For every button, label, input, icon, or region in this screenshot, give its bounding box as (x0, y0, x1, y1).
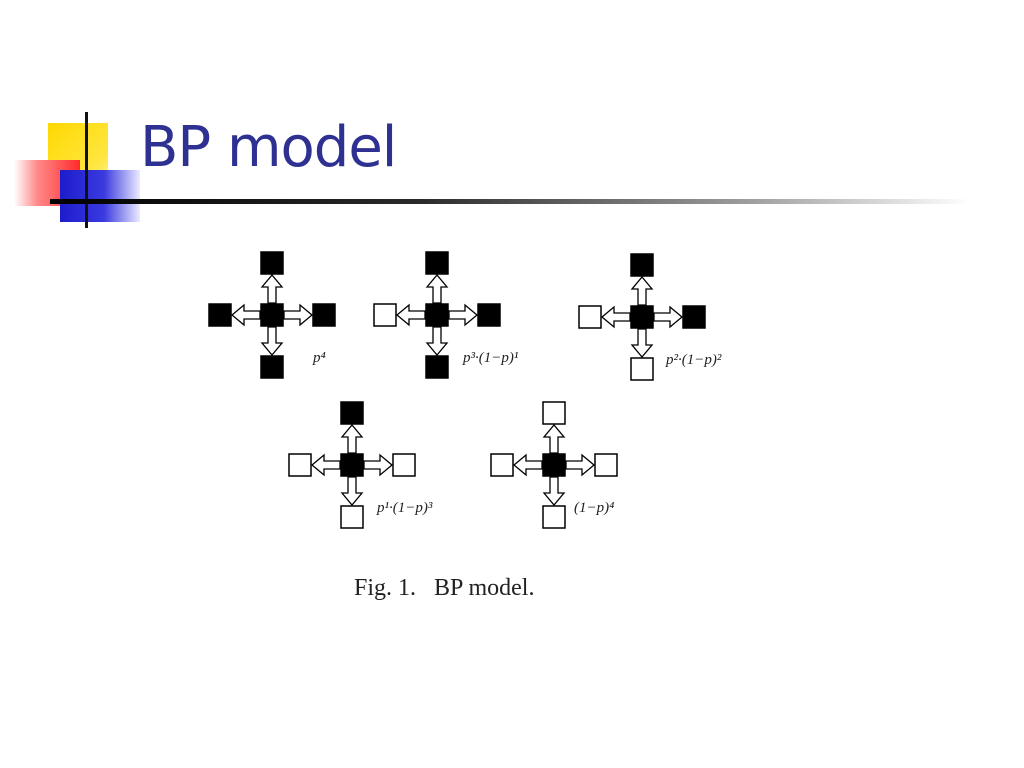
neighbor-up-c2 (425, 251, 449, 275)
arrow-down-c4 (340, 476, 364, 507)
blue-bar-decoration (60, 170, 140, 222)
probability-formula-c1: p⁴ (313, 350, 326, 366)
neighbor-right-c5 (594, 453, 618, 477)
arrow-up-c1 (260, 273, 284, 304)
vertical-line-decoration (85, 112, 88, 228)
arrow-right-c5 (565, 453, 596, 477)
neighbor-right-c3 (682, 305, 706, 329)
neighbor-left-c5 (490, 453, 514, 477)
title-underline (50, 199, 970, 204)
neighbor-left-c3 (578, 305, 602, 329)
neighbor-right-c4 (392, 453, 416, 477)
slide-title: BP model (140, 115, 397, 180)
arrow-down-c1 (260, 326, 284, 357)
neighbor-up-c4 (340, 401, 364, 425)
center-site-c1 (260, 303, 284, 327)
probability-formula-c4: p¹·(1−p)³ (377, 500, 433, 516)
probability-formula-c3: p²·(1−p)² (666, 352, 722, 368)
neighbor-down-c2 (425, 355, 449, 379)
arrow-up-c3 (630, 275, 654, 306)
neighbor-right-c1 (312, 303, 336, 327)
neighbor-left-c1 (208, 303, 232, 327)
arrow-down-c2 (425, 326, 449, 357)
arrow-left-c5 (512, 453, 543, 477)
center-site-c3 (630, 305, 654, 329)
arrow-right-c2 (448, 303, 479, 327)
neighbor-left-c4 (288, 453, 312, 477)
arrow-left-c3 (600, 305, 631, 329)
arrow-right-c1 (283, 303, 314, 327)
neighbor-down-c1 (260, 355, 284, 379)
neighbor-right-c2 (477, 303, 501, 327)
neighbor-down-c4 (340, 505, 364, 529)
arrow-right-c3 (653, 305, 684, 329)
arrow-up-c5 (542, 423, 566, 454)
arrow-up-c2 (425, 273, 449, 304)
figure-caption: Fig. 1. BP model. (354, 575, 535, 601)
center-site-c5 (542, 453, 566, 477)
arrow-left-c2 (395, 303, 426, 327)
arrow-up-c4 (340, 423, 364, 454)
neighbor-up-c3 (630, 253, 654, 277)
arrow-right-c4 (363, 453, 394, 477)
arrow-down-c3 (630, 328, 654, 359)
center-site-c4 (340, 453, 364, 477)
center-site-c2 (425, 303, 449, 327)
arrow-left-c1 (230, 303, 261, 327)
neighbor-left-c2 (373, 303, 397, 327)
arrow-down-c5 (542, 476, 566, 507)
neighbor-down-c5 (542, 505, 566, 529)
neighbor-up-c5 (542, 401, 566, 425)
neighbor-down-c3 (630, 357, 654, 381)
neighbor-up-c1 (260, 251, 284, 275)
arrow-left-c4 (310, 453, 341, 477)
probability-formula-c2: p³·(1−p)¹ (463, 350, 519, 366)
probability-formula-c5: (1−p)⁴ (574, 500, 615, 516)
